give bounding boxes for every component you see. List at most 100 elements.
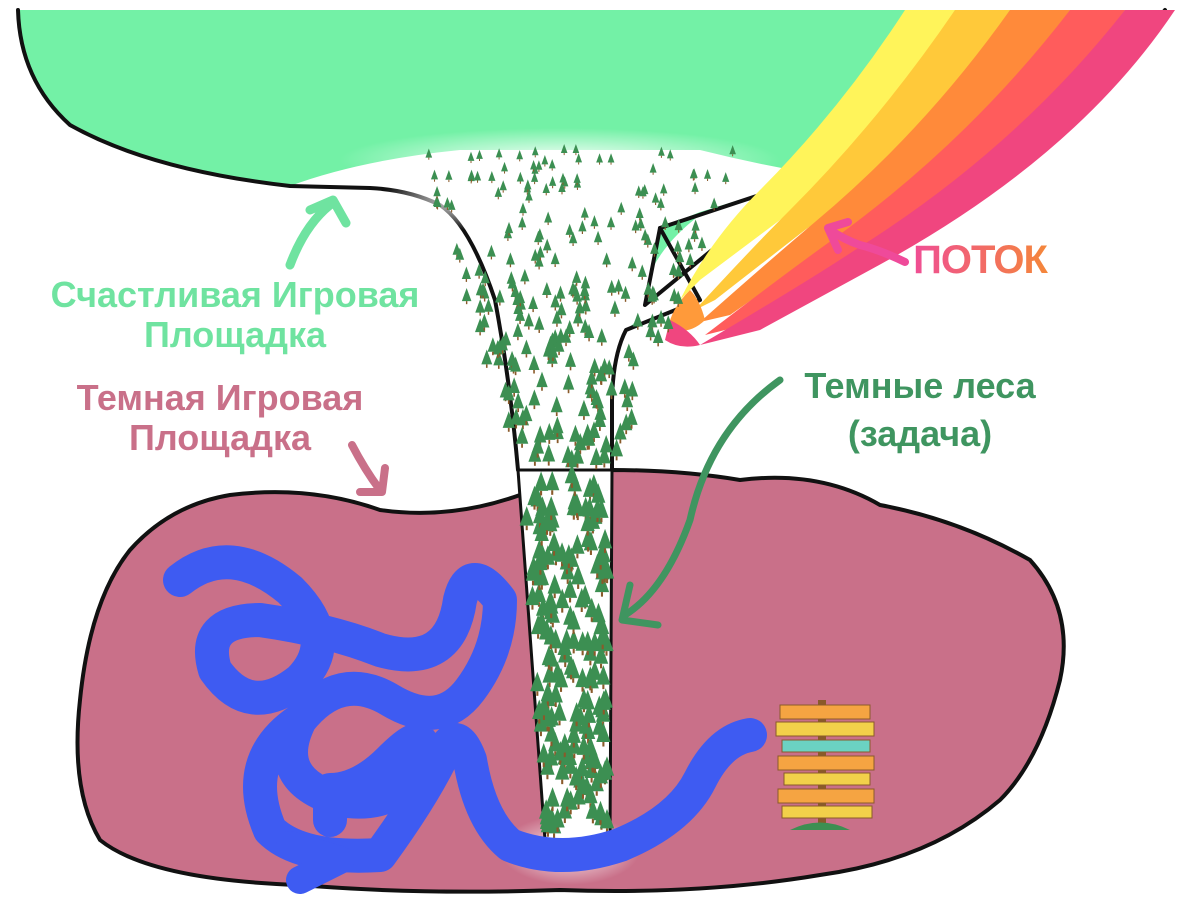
tree-trunk [480, 295, 481, 298]
tree-trunk [540, 258, 541, 261]
tree-trunk [610, 227, 611, 230]
tree-trunk [541, 585, 543, 590]
tree-trunk [528, 201, 529, 203]
tree-trunk [638, 196, 639, 198]
tree-trunk [568, 564, 570, 569]
tree-trunk [570, 810, 572, 815]
tree-trunk [560, 687, 562, 692]
tree-trunk [584, 300, 585, 303]
tree-trunk [561, 608, 563, 613]
tree-trunk [576, 302, 577, 305]
tree-trunk [548, 462, 550, 466]
tree-trunk [631, 396, 633, 400]
tree-trunk [600, 664, 602, 669]
tree-trunk [448, 180, 449, 182]
tree-trunk [591, 778, 593, 783]
tree-trunk [522, 213, 523, 215]
tree-trunk [519, 321, 520, 324]
tree-trunk [554, 594, 556, 599]
tree-trunk [573, 754, 575, 759]
tree-trunk [492, 352, 494, 355]
tree-trunk [498, 197, 499, 199]
tree-trunk [564, 655, 566, 660]
tree-trunk [534, 462, 536, 466]
dark-forest-label-line2: (задача) [770, 410, 1070, 458]
tree-trunk [551, 667, 553, 672]
tree-trunk [582, 231, 583, 234]
tree-trunk [550, 516, 552, 521]
tree-trunk [584, 296, 585, 299]
tree-trunk [535, 155, 536, 157]
tree-trunk [484, 328, 485, 331]
tree-trunk [594, 226, 595, 229]
tree-trunk [471, 179, 472, 181]
tree-trunk [478, 276, 479, 279]
tree-trunk [589, 661, 591, 666]
tree-trunk [540, 732, 542, 737]
tree-trunk [502, 350, 504, 353]
tree-trunk [632, 268, 633, 271]
tree-trunk [616, 456, 618, 460]
tree-trunk [522, 227, 523, 230]
tree-trunk [538, 267, 539, 270]
tree-icon [475, 299, 485, 312]
tree-trunk [575, 786, 577, 791]
tree-trunk [538, 719, 540, 724]
tree-trunk [639, 218, 640, 221]
signpost-icon [776, 700, 874, 830]
tree-trunk [637, 326, 638, 329]
tree-trunk [626, 407, 628, 411]
tree-trunk [572, 243, 573, 246]
tree-trunk [601, 579, 603, 584]
tree-trunk [561, 780, 563, 785]
tree-trunk [599, 427, 601, 431]
tree-icon [692, 220, 700, 231]
tree-trunk [569, 235, 570, 238]
tree-trunk [581, 607, 583, 612]
tree-trunk [583, 416, 585, 420]
tree-trunk [570, 675, 572, 680]
tree-trunk [471, 161, 472, 163]
tree-trunk [547, 832, 549, 837]
tree-trunk [488, 312, 489, 315]
tree-trunk [647, 245, 648, 248]
tree-trunk [437, 207, 438, 209]
tree-trunk [653, 173, 654, 175]
tree-trunk [707, 179, 708, 181]
tree-trunk [642, 196, 643, 198]
tree-trunk [520, 182, 521, 184]
tree-trunk [491, 257, 492, 260]
tree-trunk [589, 686, 591, 691]
tree-trunk [690, 265, 691, 268]
tree-icon [669, 263, 678, 275]
tree-trunk [677, 304, 678, 307]
tree-trunk [679, 262, 680, 265]
tree-trunk [596, 791, 598, 796]
tree-trunk [603, 710, 605, 715]
tree-trunk [548, 665, 550, 670]
tree-trunk [479, 313, 480, 316]
tree-trunk [582, 651, 584, 656]
tree-trunk [520, 303, 521, 306]
dark-playground-label-line1: Темная Игровая [20, 378, 420, 418]
tree-trunk [564, 153, 565, 155]
tree-trunk [570, 367, 572, 370]
tree-trunk [499, 353, 501, 356]
tree-trunk [650, 337, 652, 340]
tree-trunk [552, 186, 553, 188]
tree-trunk [601, 342, 603, 345]
tree-trunk [606, 264, 607, 267]
tree-trunk [508, 400, 510, 404]
tree-trunk [602, 645, 604, 650]
tree-trunk [587, 531, 589, 536]
tree-trunk [556, 412, 558, 416]
tree-trunk [608, 375, 610, 379]
tree-trunk [538, 330, 539, 333]
tree-trunk [558, 721, 560, 726]
tree-trunk [527, 189, 528, 191]
tree-trunk [532, 309, 533, 312]
tree-trunk [571, 483, 573, 488]
happy-playground-label-line1: Счастливая Игровая [0, 275, 470, 315]
tree-trunk [694, 239, 695, 242]
tree-trunk [572, 295, 573, 298]
